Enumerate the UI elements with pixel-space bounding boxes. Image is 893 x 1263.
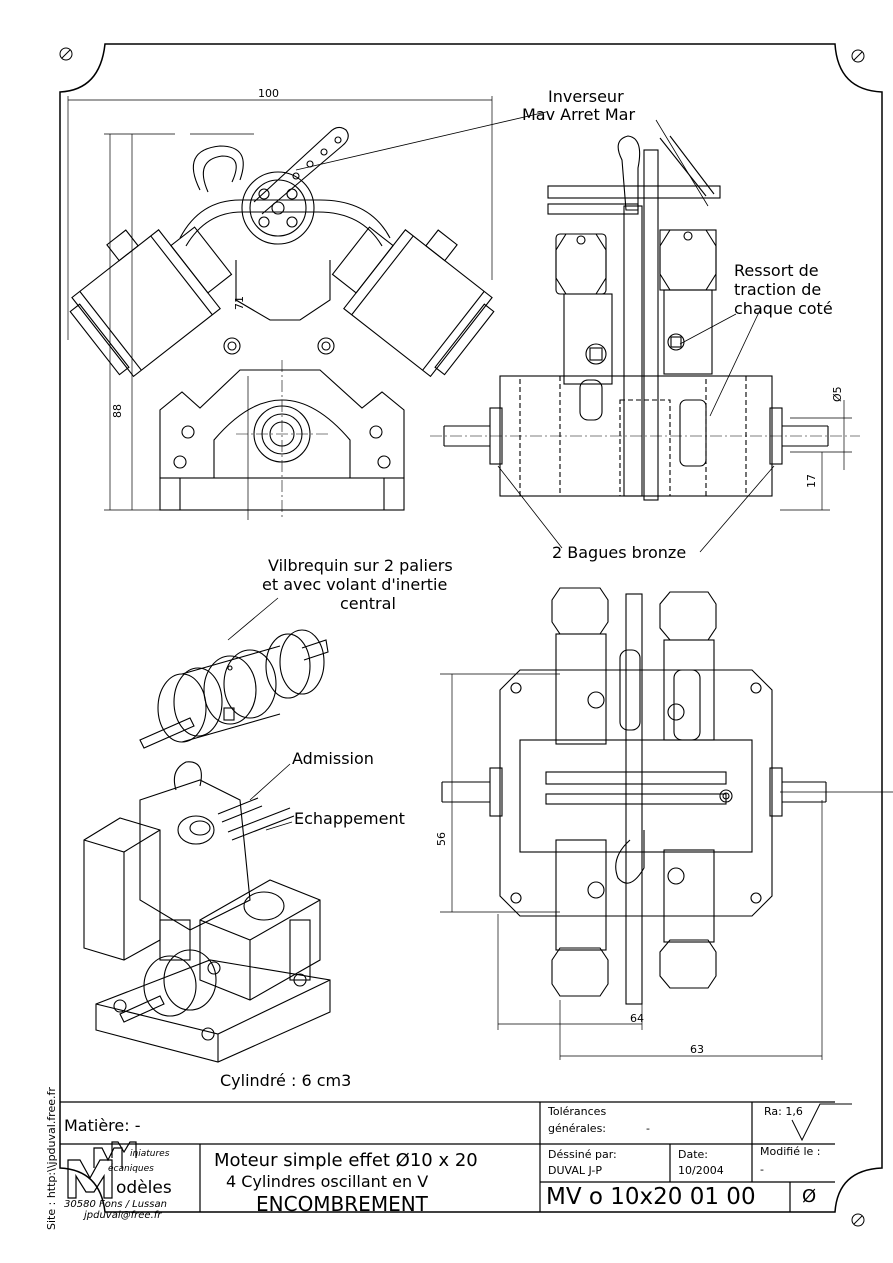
drawing-title-line1: Moteur simple effet Ø10 x 20	[214, 1150, 478, 1171]
callout-ressort-line1: Ressort de	[734, 261, 819, 280]
sheet-border	[59, 43, 883, 1213]
callout-bagues: 2 Bagues bronze	[552, 543, 687, 562]
diameter-symbol: Ø	[802, 1186, 817, 1207]
dim-64: 64	[630, 1012, 644, 1025]
drawing-title-line3: ENCOMBREMENT	[256, 1192, 428, 1216]
dim-71: 71	[233, 296, 246, 310]
callout-inverseur-line2: Mav Arret Mar	[522, 105, 636, 124]
tolerances-label-line2: générales:	[548, 1122, 607, 1135]
callout-inverseur-line1: Inverseur	[548, 87, 624, 106]
material-field: Matière: -	[64, 1116, 141, 1135]
roughness-value: Ra: 1,6	[764, 1105, 803, 1118]
tolerances-label-line1: Tolérances	[548, 1105, 607, 1118]
corner-mark-icon	[59, 47, 865, 1227]
callout-cylindree: Cylindré : 6 cm3	[220, 1071, 352, 1090]
logo-address: 30580 Fons / Lussan	[64, 1199, 167, 1210]
callout-vilbrequin-line1: Vilbrequin sur 2 paliers	[268, 556, 453, 575]
logo-email: jpduval@free.fr	[84, 1210, 162, 1221]
crankshaft-view	[139, 629, 329, 749]
date-label: Date:	[678, 1148, 708, 1161]
callout-echappement: Echappement	[294, 809, 405, 828]
isometric-view	[83, 761, 331, 1063]
drawing-title-line2: 4 Cylindres oscillant en V	[226, 1172, 429, 1191]
dim-100: 100	[258, 87, 279, 100]
drawn-by-value: DUVAL J-P	[548, 1164, 602, 1177]
callout-admission: Admission	[292, 749, 374, 768]
site-url-note: Site : http:\\jpduval.free.fr	[45, 1087, 58, 1230]
callout-vilbrequin-line2: et avec volant d'inertie	[262, 575, 448, 594]
modified-value: -	[760, 1163, 764, 1176]
side-view	[430, 135, 860, 501]
callout-vilbrequin-line3: central	[340, 594, 396, 613]
drawing-number: MV o 10x20 01 00	[546, 1184, 756, 1210]
logo-miniatures: iniatures	[130, 1149, 170, 1159]
logo-ecaniques: écaniques	[108, 1164, 154, 1174]
tolerances-value: -	[646, 1122, 650, 1135]
callout-ressort-line3: chaque coté	[734, 299, 833, 318]
callout-ressort-line2: traction de	[734, 280, 822, 299]
dim-17: 17	[805, 474, 818, 488]
front-view	[69, 126, 495, 520]
drawn-by-label: Déssiné par:	[548, 1148, 617, 1161]
date-value: 10/2004	[678, 1164, 724, 1177]
logo-odeles: odèles	[116, 1178, 172, 1198]
title-block	[60, 1101, 852, 1212]
bottom-view	[441, 587, 827, 1005]
modified-label: Modifié le :	[760, 1145, 821, 1158]
dim-63: 63	[690, 1043, 704, 1056]
dim-88: 88	[111, 404, 124, 418]
dim-56: 56	[435, 832, 448, 846]
logo-icon	[67, 1141, 137, 1199]
dimension-lines	[67, 96, 893, 1060]
dim-5: Ø5	[831, 386, 844, 402]
